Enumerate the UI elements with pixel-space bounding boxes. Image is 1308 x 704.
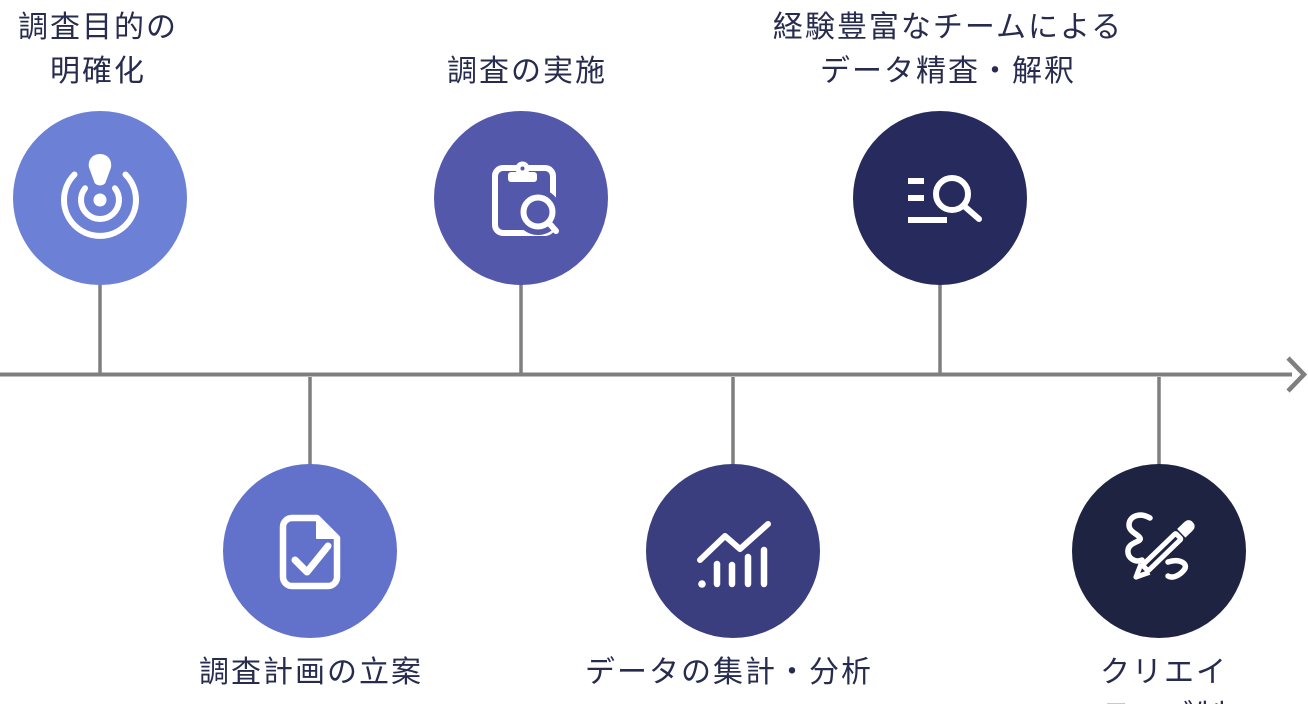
pen-squiggle-icon xyxy=(1125,512,1195,580)
bar-line-chart-icon xyxy=(697,521,771,588)
step-circle-4 xyxy=(646,464,820,638)
list-search-icon xyxy=(908,175,982,223)
target-exclamation-icon xyxy=(61,154,139,239)
step-label-1: 調査目的の 明確化 xyxy=(18,10,178,89)
step-label-5: 経験豊富なチームによる データ精査・解釈 xyxy=(772,10,1124,89)
step-label-6: クリエイティブ制作 xyxy=(1100,655,1228,704)
step-circle-6 xyxy=(1072,464,1246,638)
arrowhead-icon xyxy=(1286,356,1308,393)
step-circle-2 xyxy=(223,464,397,638)
step-label-4: データの集計・分析 xyxy=(585,655,873,690)
document-check-icon xyxy=(279,514,341,590)
step-circle-5 xyxy=(853,111,1027,285)
step-label-3: 調査の実施 xyxy=(447,54,607,89)
step-circle-1 xyxy=(13,111,187,285)
clipboard-search-icon xyxy=(492,161,561,236)
step-circle-3 xyxy=(434,111,608,285)
step-label-2: 調査計画の立案 xyxy=(199,655,423,690)
